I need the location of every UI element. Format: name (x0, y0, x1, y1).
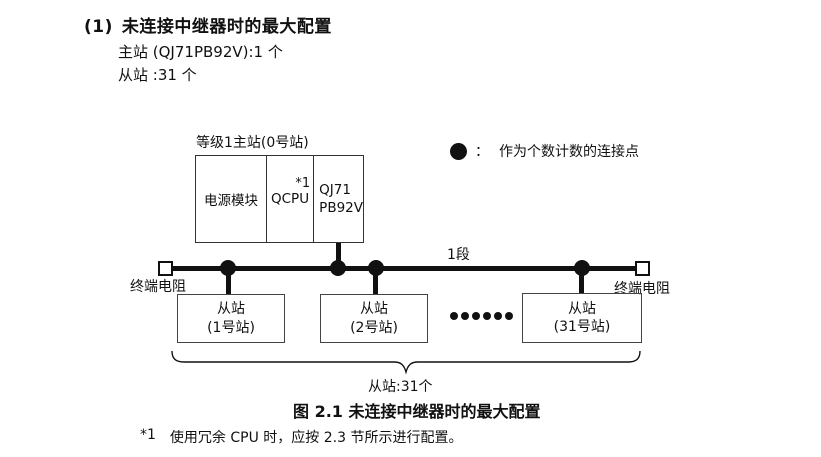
slave2-drop-line (373, 266, 378, 294)
power-module-cell: 电源模块 (196, 156, 267, 242)
slave-label: 从站 (360, 301, 388, 318)
slave-number: (31号站) (553, 319, 611, 335)
section-title: 未连接中继器时的最大配置 (121, 17, 332, 37)
section-number: (1) (84, 17, 113, 37)
slave-station-31-box: 从站 (31号站) (522, 293, 642, 343)
footnote-marker: *1 (140, 427, 156, 443)
slave31-drop-line (579, 266, 584, 293)
slave-number: (2号站) (350, 319, 398, 336)
terminating-resistor-right-icon (635, 261, 650, 276)
legend-text: 作为个数计数的连接点 (499, 144, 639, 160)
slave-label: 从站 (568, 300, 596, 317)
footnote-text: 使用冗余 CPU 时，应按 2.3 节所示进行配置。 (169, 430, 463, 446)
slave-station-1-box: 从站 (1号站) (177, 294, 285, 343)
network-module-line2: PB92V (319, 200, 363, 216)
cpu-cell: QCPU *1 (267, 156, 315, 242)
slave-station-2-box: 从站 (2号站) (320, 294, 428, 343)
brace-label: 从站:31个 (368, 379, 433, 395)
legend-separator: ： (475, 144, 489, 160)
master-station-label: 等级1主站(0号站) (196, 135, 309, 151)
cpu-label: QCPU (271, 191, 310, 207)
terminating-resistor-left-label: 终端电阻 (130, 279, 186, 295)
cpu-footnote-ref: *1 (295, 176, 311, 191)
master-drop-line (336, 243, 341, 270)
slave-label: 从站 (217, 301, 245, 318)
footnote: *1 使用冗余 CPU 时，应按 2.3 节所示进行配置。 (140, 427, 462, 447)
network-module-line1: QJ71 (319, 181, 351, 198)
terminating-resistor-left-icon (158, 261, 173, 276)
slave-number: (1号站) (207, 319, 255, 336)
segment-label: 1段 (447, 247, 470, 263)
bus-line (173, 266, 635, 271)
figure-caption: 图 2.1 未连接中继器时的最大配置 (293, 402, 541, 421)
underbrace (171, 350, 641, 375)
section-heading: (1) 未连接中继器时的最大配置 (84, 12, 332, 37)
master-station-box: 电源模块 QCPU *1 QJ71 PB92V (195, 155, 364, 243)
spec-slave-count: 从站 :31 个 (118, 66, 197, 84)
slave1-drop-line (226, 266, 231, 294)
connection-dot-icon (450, 142, 467, 160)
legend: ： 作为个数计数的连接点 (450, 141, 639, 161)
network-module-cell: QJ71 PB92V (314, 156, 363, 242)
ellipsis-dots-icon (450, 312, 513, 320)
spec-master-count: 主站 (QJ71PB92V):1 个 (118, 43, 283, 61)
